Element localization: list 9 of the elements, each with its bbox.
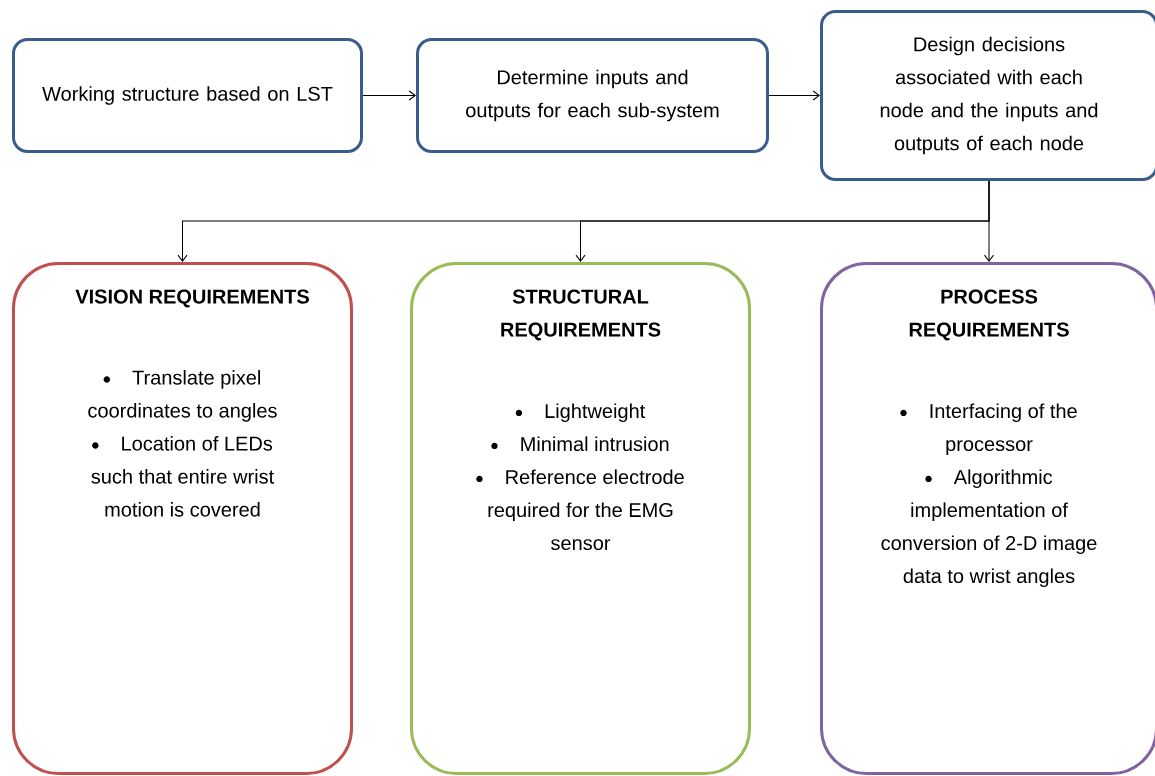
process-box: Determine inputs and outputs for each sub-system [416, 38, 769, 153]
process-box: Design decisions associated with each node and the inputs and outputs of each node [820, 10, 1155, 181]
process-box: Working structure based on LST [12, 38, 363, 153]
requirements-card: STRUCTURAL REQUIREMENTS Lightweight Minimal intrusion Reference electrode required for the EMG sensor [410, 262, 751, 775]
requirements-card: VISION REQUIREMENTS Translate pixel coordinates to angles Location of LEDs such that entire wrist motion is covered [12, 262, 353, 775]
arrow [362, 90, 416, 101]
arrow [984, 180, 994, 262]
requirements-card: PROCESS REQUIREMENTS Interfacing of the processor Algorithmic implementation of conversion of 2-D image data to wrist angles [820, 262, 1155, 775]
arrow [768, 90, 820, 101]
